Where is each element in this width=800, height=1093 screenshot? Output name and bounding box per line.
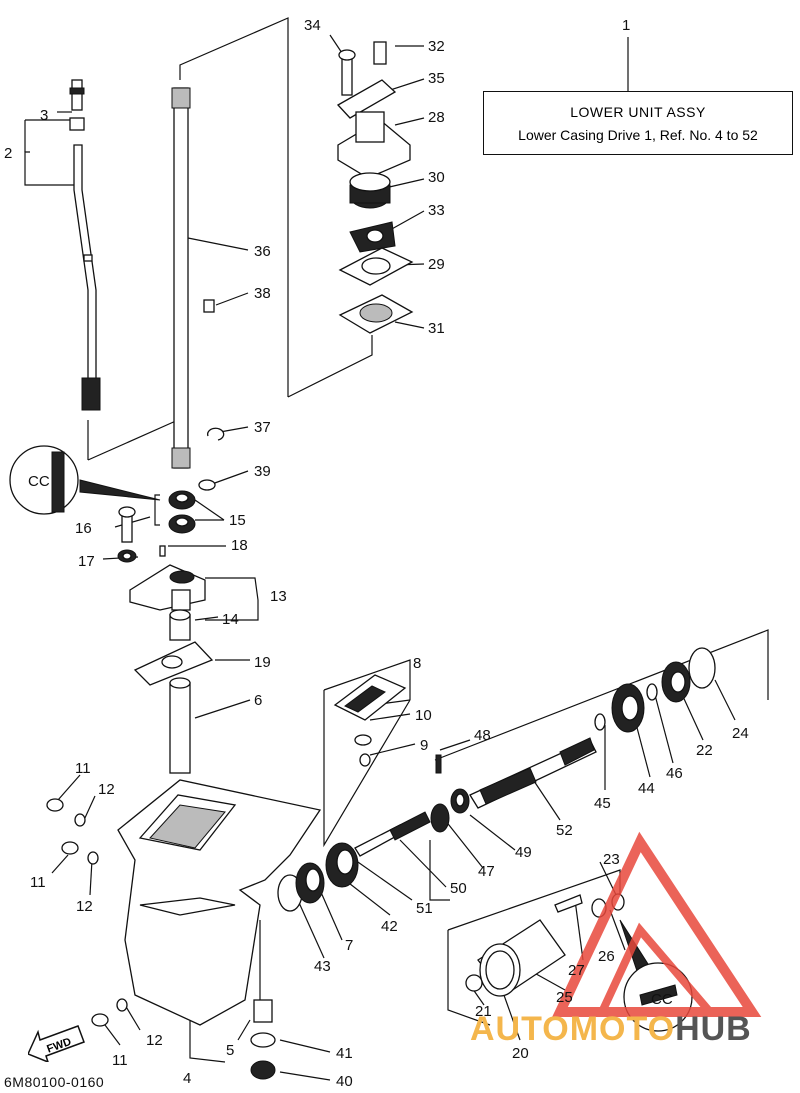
callout-51: 51	[416, 900, 433, 917]
upper-casing-parts	[117, 490, 214, 774]
callout-38: 38	[254, 285, 271, 302]
callout-28: 28	[428, 109, 445, 126]
callout-20: 20	[512, 1045, 529, 1062]
callout-24: 24	[732, 725, 749, 742]
callout-44: 44	[638, 780, 655, 797]
callout-7: 7	[345, 937, 353, 954]
callout-45: 45	[594, 795, 611, 812]
callout-22: 22	[696, 742, 713, 759]
callout-52: 52	[556, 822, 573, 839]
callout-48: 48	[474, 727, 491, 744]
callout-36: 36	[254, 243, 271, 260]
callout-37: 37	[254, 419, 271, 436]
callout-15: 15	[229, 512, 246, 529]
callout-39: 39	[254, 463, 271, 480]
watermark-logo	[552, 831, 762, 1017]
callout-11c: 11	[112, 1052, 128, 1069]
callout-34: 34	[304, 17, 321, 34]
title-box: LOWER UNIT ASSY Lower Casing Drive 1, Re…	[483, 91, 793, 155]
callout-26: 26	[598, 948, 615, 965]
callout-30: 30	[428, 169, 445, 186]
callout-29: 29	[428, 256, 445, 273]
title-line-2: Lower Casing Drive 1, Ref. No. 4 to 52	[518, 127, 758, 143]
callout-50: 50	[450, 880, 467, 897]
gear-shaft-group	[277, 647, 716, 912]
callout-17: 17	[78, 553, 95, 570]
callout-33: 33	[428, 202, 445, 219]
callout-12a: 12	[98, 781, 115, 798]
callout-25: 25	[556, 989, 573, 1006]
callout-9: 9	[420, 737, 428, 754]
water-pump-assembly	[336, 41, 414, 334]
callout-43: 43	[314, 958, 331, 975]
callout-4: 4	[183, 1070, 191, 1087]
callout-40: 40	[336, 1073, 353, 1090]
title-line-1: LOWER UNIT ASSY	[570, 104, 706, 120]
callout-23: 23	[603, 851, 620, 868]
callout-labels: 1 2 3 4 5 6 7 8 9 10 11 11 11 12 12 12 1…	[4, 17, 749, 1090]
callout-16: 16	[75, 520, 92, 537]
shift-rod-assembly	[69, 79, 101, 411]
figure-code: 6M80100-0160	[4, 1074, 105, 1090]
callout-46: 46	[666, 765, 683, 782]
callout-27: 27	[568, 962, 585, 979]
drive-shaft	[171, 87, 225, 491]
callout-31: 31	[428, 320, 445, 337]
callout-6: 6	[254, 692, 262, 709]
callout-11a: 11	[75, 760, 91, 777]
fwd-arrow-icon: FWD	[28, 1025, 85, 1062]
callout-11b: 11	[30, 874, 46, 891]
cc-badge-left: CC	[9, 445, 79, 515]
callout-3: 3	[40, 107, 48, 124]
callout-32: 32	[428, 38, 445, 55]
callout-14: 14	[222, 611, 239, 628]
watermark-text: AUTOMOTOHUB	[470, 1010, 752, 1049]
callout-47: 47	[478, 863, 495, 880]
callout-42: 42	[381, 918, 398, 935]
svg-text:CC: CC	[28, 473, 50, 490]
watermark-part1: AUTOMOTO	[470, 1010, 676, 1048]
callout-12c: 12	[146, 1032, 163, 1049]
watermark-part2: HUB	[675, 1010, 752, 1048]
callout-1: 1	[622, 17, 630, 34]
callout-35: 35	[428, 70, 445, 87]
callout-18: 18	[231, 537, 248, 554]
callout-8: 8	[413, 655, 421, 672]
cc-badge-bottom: CC	[651, 991, 673, 1008]
callout-49: 49	[515, 844, 532, 861]
callout-19: 19	[254, 654, 271, 671]
callout-5: 5	[226, 1042, 234, 1059]
callout-12b: 12	[76, 898, 93, 915]
callout-2: 2	[4, 145, 12, 162]
callout-21: 21	[475, 1003, 492, 1020]
callout-13: 13	[270, 588, 287, 605]
callout-41: 41	[336, 1045, 353, 1062]
lower-casing	[46, 779, 322, 1080]
callout-10: 10	[415, 707, 432, 724]
